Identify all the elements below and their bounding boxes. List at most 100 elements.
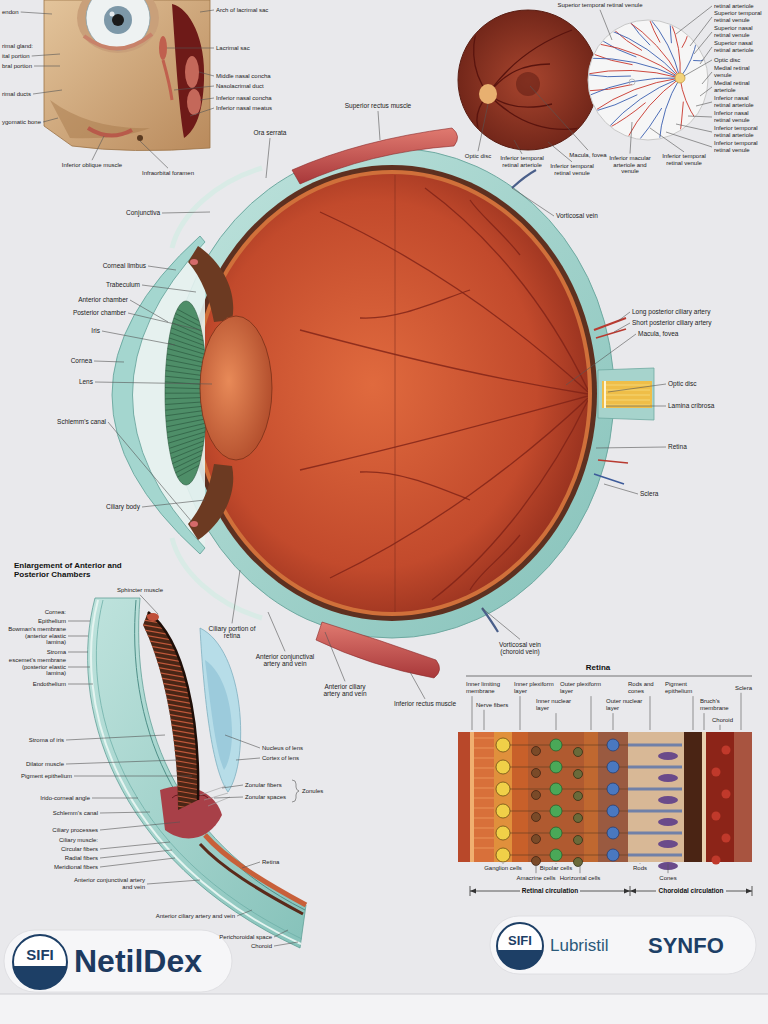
leader-line bbox=[606, 406, 666, 407]
leader-line bbox=[128, 313, 200, 330]
retina-layers bbox=[474, 848, 494, 849]
eyeball-section bbox=[164, 419, 206, 428]
retinal-vessel-map bbox=[584, 16, 708, 143]
eyeball-section bbox=[320, 212, 588, 392]
eyeball-section bbox=[164, 376, 206, 380]
retina-layers bbox=[494, 732, 512, 862]
part-label: Macula, fovea bbox=[638, 330, 678, 337]
retina-layers bbox=[658, 818, 678, 826]
retina-layers bbox=[470, 732, 474, 862]
anterior-chamber-enlargement bbox=[138, 614, 206, 626]
retina-layers bbox=[607, 827, 619, 839]
leader-line bbox=[668, 864, 669, 873]
eyeball-section bbox=[172, 168, 262, 248]
retina-layers bbox=[658, 840, 678, 848]
retina-layers bbox=[474, 778, 494, 779]
inset-heading: Retina bbox=[584, 664, 612, 673]
face-model bbox=[137, 135, 143, 141]
eyeball-section bbox=[164, 302, 206, 325]
retina-layers bbox=[550, 805, 562, 817]
leader-line bbox=[688, 116, 712, 117]
leader-line bbox=[236, 758, 260, 760]
anterior-chamber-enlargement bbox=[138, 644, 206, 656]
part-label: Superior nasal retinal venule bbox=[714, 25, 764, 38]
anterior-chamber-enlargement bbox=[200, 844, 303, 914]
anterior-chamber-enlargement bbox=[138, 624, 206, 636]
retinal-vessel-map bbox=[588, 58, 680, 78]
retina-layers bbox=[532, 747, 541, 756]
part-label: Inferior temporal retinal venule bbox=[661, 153, 707, 166]
eyeball-section bbox=[594, 474, 624, 484]
part-label: Inferior temporal retinal venule bbox=[550, 163, 594, 176]
eyeball-section bbox=[164, 319, 206, 337]
part-label: Radial fibers bbox=[65, 855, 98, 862]
retinal-vessel-map bbox=[680, 39, 697, 78]
eyeball-section bbox=[190, 521, 198, 527]
leader-line bbox=[676, 6, 712, 34]
retinal-vessel-map bbox=[629, 79, 635, 85]
part-label: Rods bbox=[633, 865, 647, 872]
leader-line bbox=[100, 822, 180, 830]
logo-text: SIFI bbox=[498, 934, 542, 947]
leader-line bbox=[613, 713, 614, 730]
retina-layers bbox=[532, 835, 541, 844]
leader-line bbox=[200, 98, 214, 100]
anterior-chamber-enlargement bbox=[138, 799, 206, 811]
part-label: Dilator muscle bbox=[26, 761, 64, 768]
retinal-vessel-map bbox=[675, 73, 685, 83]
part-label: ygomatic bone bbox=[2, 119, 41, 126]
retina-layers bbox=[722, 746, 731, 755]
retina-layers bbox=[474, 808, 494, 809]
retina-layers bbox=[658, 752, 678, 760]
part-label: Inferior nasal meatus bbox=[216, 105, 272, 112]
part-label: Iris bbox=[91, 327, 100, 334]
part-label: Inferior nasal concha bbox=[216, 95, 272, 102]
eyeball-section bbox=[300, 396, 588, 470]
retinal-vessel-map bbox=[628, 19, 650, 45]
anterior-chamber-enlargement bbox=[147, 613, 159, 621]
leader-line bbox=[690, 17, 712, 46]
retina-layers bbox=[658, 796, 678, 804]
leader-line bbox=[167, 48, 214, 49]
leader-line bbox=[520, 696, 521, 730]
part-label: Optic disc bbox=[714, 57, 740, 64]
eyeball-section bbox=[512, 170, 536, 188]
eyeball-section bbox=[164, 457, 206, 478]
fundus-photo bbox=[479, 84, 497, 104]
part-label: Lamina cribrosa bbox=[668, 402, 714, 409]
part-label: Endothelium bbox=[33, 681, 66, 688]
leader-line bbox=[147, 880, 200, 884]
eyeball-section bbox=[164, 325, 206, 342]
part-label: Nucleus of lens bbox=[262, 745, 303, 752]
face-model bbox=[88, 128, 132, 136]
anterior-chamber-enlargement bbox=[138, 609, 206, 621]
part-label: Amacrine cells bbox=[516, 875, 555, 882]
brand-panel bbox=[490, 916, 756, 974]
leader-line bbox=[666, 132, 712, 147]
leader-line bbox=[566, 334, 636, 385]
anterior-chamber-enlargement bbox=[88, 598, 306, 948]
leader-line bbox=[94, 361, 124, 362]
part-label: Superior temporal retinal venule bbox=[714, 10, 764, 23]
leader-line bbox=[274, 930, 288, 937]
leader-line bbox=[604, 484, 638, 494]
leader-line bbox=[222, 785, 243, 788]
brand-name: SYNFO bbox=[648, 934, 724, 958]
eyeball-section bbox=[360, 290, 470, 318]
leader-line bbox=[242, 862, 260, 868]
eyeball-section bbox=[164, 402, 206, 405]
anterior-chamber-enlargement bbox=[138, 704, 206, 716]
anterior-chamber-enlargement bbox=[138, 804, 206, 816]
eyeball-section bbox=[606, 385, 650, 386]
face-model bbox=[44, 0, 210, 151]
leader-line bbox=[556, 713, 557, 730]
retina-layers bbox=[474, 818, 494, 819]
eyeball-section bbox=[470, 535, 520, 590]
part-label: Rods and cones bbox=[628, 681, 658, 694]
retinal-vessel-map bbox=[693, 58, 708, 61]
anterior-chamber-enlargement bbox=[138, 749, 206, 761]
eyeball-section bbox=[164, 423, 206, 433]
anterior-chamber-enlargement bbox=[138, 604, 206, 616]
eyeball-section bbox=[330, 398, 588, 578]
